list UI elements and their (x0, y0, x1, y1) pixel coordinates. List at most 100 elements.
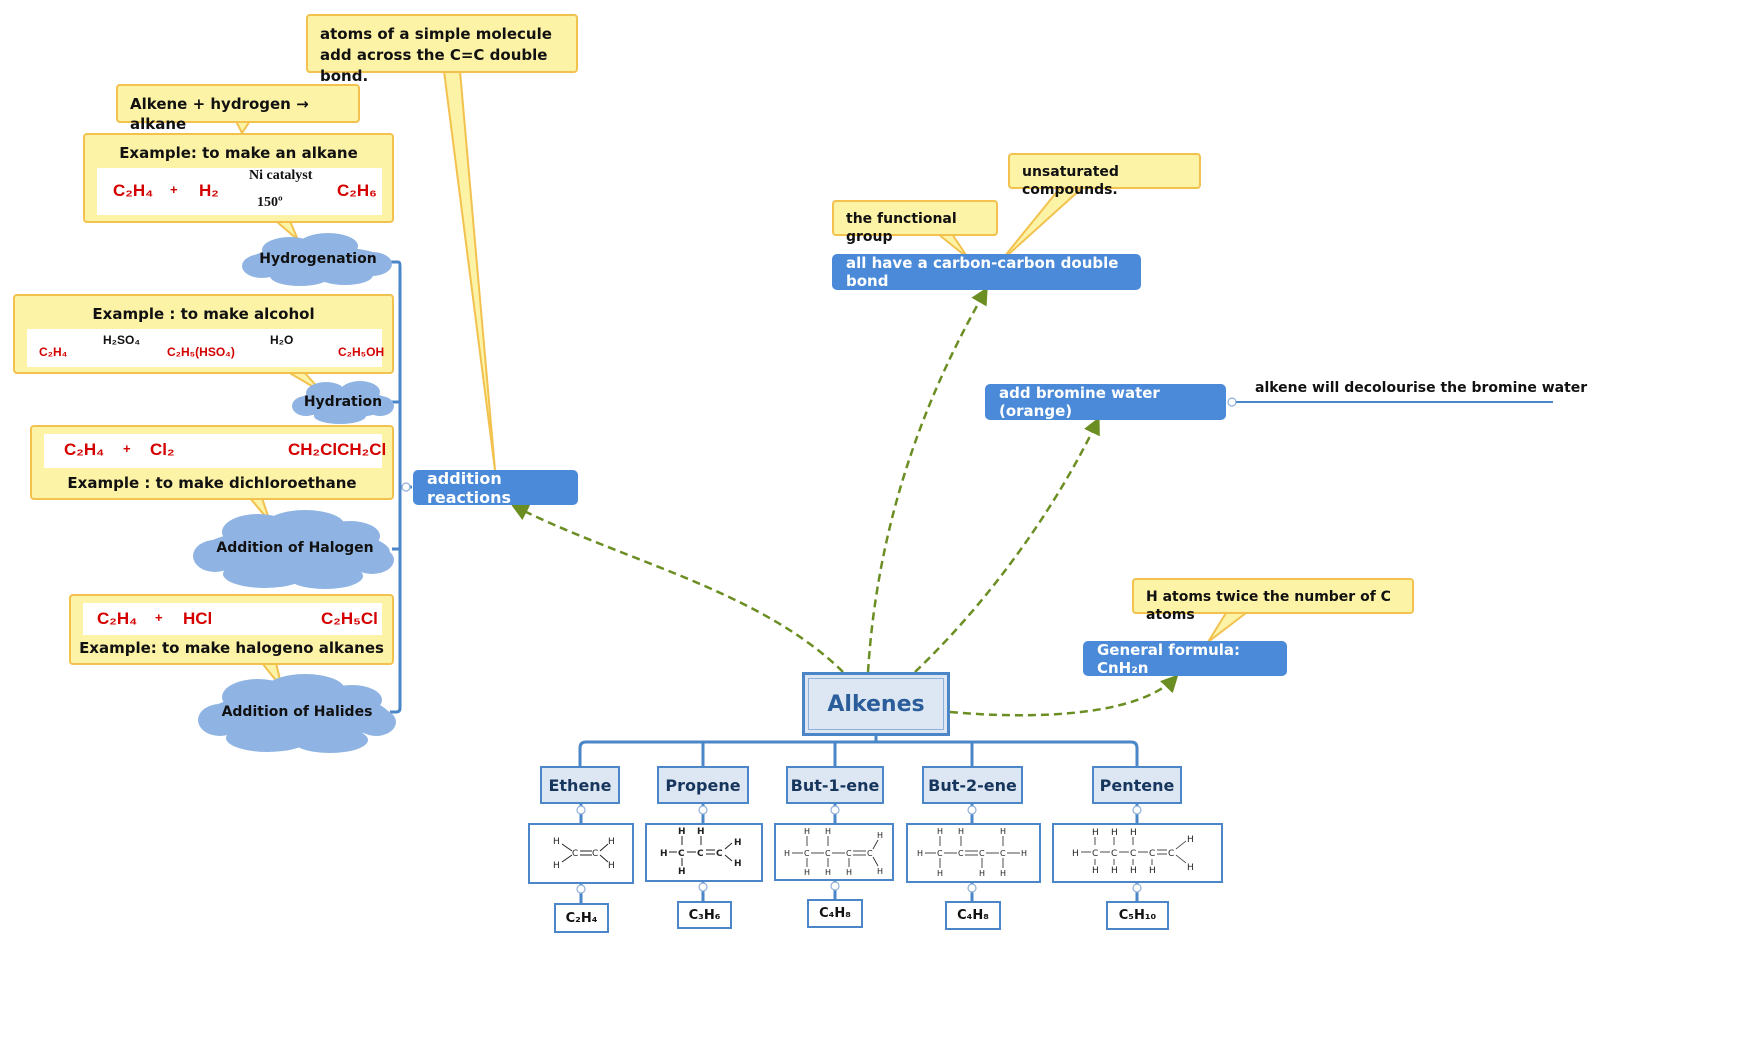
tail-unsaturated (999, 187, 1083, 263)
alkene-node-propene[interactable]: Propene (657, 766, 749, 804)
svg-text:H: H (979, 869, 985, 878)
cloud-label-hydration[interactable]: Hydration (303, 394, 383, 410)
alkene-node-pentene[interactable]: Pentene (1092, 766, 1182, 804)
eq-intermediate: C₂H₅(HSO₄) (167, 345, 235, 359)
eq-reactant-2: HCl (183, 609, 213, 628)
addition-description-line1: atoms of a simple molecule (320, 25, 552, 43)
root-node[interactable]: Alkenes (802, 672, 950, 736)
eq-agent-2: H₂O (270, 333, 294, 347)
arrow-to-bromine (914, 416, 1100, 673)
eq-temperature: 150º (257, 195, 283, 210)
cloud-halogen (193, 510, 394, 589)
eq-reactant-1: C₂H₄ (113, 181, 154, 200)
formula-pentene: C₅H₁₀ (1106, 901, 1169, 930)
svg-text:H: H (958, 827, 964, 836)
hydrogenation-word-equation-text: Alkene + hydrogen → alkane (130, 95, 309, 133)
svg-text:H: H (784, 849, 790, 858)
cloud-shapes (193, 233, 396, 753)
cloud-halides (198, 674, 396, 753)
svg-text:H: H (678, 867, 686, 877)
svg-text:C: C (825, 849, 831, 858)
cloud-label-hydrogenation[interactable]: Hydrogenation (259, 251, 377, 267)
formula-but-2-ene: C₄H₈ (945, 901, 1001, 930)
unsaturated-text: unsaturated compounds. (1022, 164, 1119, 198)
eq-reactant-2: H₂ (199, 181, 219, 200)
arrow-to-addition (510, 504, 844, 673)
eq-plus: + (170, 182, 178, 197)
cloud-hydrogenation (242, 233, 392, 286)
svg-text:C: C (1000, 849, 1006, 858)
svg-text:H: H (1000, 827, 1006, 836)
svg-text:C: C (867, 849, 873, 858)
collapse-toggle[interactable] (401, 482, 411, 492)
svg-text:H: H (877, 867, 883, 876)
hydrogenation-equation: C₂H₄ + H₂ Ni catalyst 150º C₂H₆ (97, 168, 382, 215)
svg-text:H: H (877, 831, 883, 840)
eq-product: C₂H₆ (337, 181, 377, 200)
svg-text:H: H (553, 837, 560, 847)
svg-text:H: H (553, 861, 560, 871)
structure-but-1-ene: H C C C C HH H H H H H (784, 827, 883, 877)
formula-ethene: C₂H₄ (554, 903, 609, 933)
functional-group-callout: the functional group (832, 200, 998, 245)
addition-description-callout: atoms of a simple molecule add across th… (306, 14, 578, 85)
svg-text:H: H (804, 827, 810, 836)
svg-text:H: H (1187, 835, 1194, 845)
eq-agent-1: H₂SO₄ (103, 333, 141, 347)
svg-text:H: H (1149, 866, 1156, 876)
addition-reactions-node[interactable]: addition reactions (413, 469, 578, 507)
bromine-water-node[interactable]: add bromine water (orange) (985, 384, 1226, 420)
svg-text:H: H (678, 827, 686, 837)
svg-text:C: C (572, 849, 578, 859)
svg-text:H: H (825, 868, 831, 877)
halides-example: C₂H₄ + HCl C₂H₅Cl Example: to make halog… (69, 594, 394, 665)
alkene-node-but-2-ene[interactable]: But-2-ene (922, 766, 1023, 804)
svg-text:H: H (608, 861, 615, 871)
alkene-node-ethene[interactable]: Ethene (540, 766, 620, 804)
svg-text:H: H (734, 838, 742, 848)
general-formula-node[interactable]: General formula: CnH₂n (1083, 641, 1287, 677)
eq-reactant-2: Cl₂ (150, 440, 175, 459)
structure-box-pentene (1052, 823, 1223, 883)
svg-text:H: H (1092, 866, 1099, 876)
svg-text:C: C (592, 849, 598, 859)
double-bond-node[interactable]: all have a carbon-carbon double bond (832, 254, 1141, 290)
svg-text:C: C (1130, 849, 1136, 859)
tree-toggles[interactable] (576, 397, 1237, 894)
eq-product: CH₂ClCH₂Cl (288, 440, 387, 459)
general-formula-callout-text: H atoms twice the number of C atoms (1146, 589, 1391, 623)
eq-product: C₂H₅OH (338, 345, 385, 359)
svg-text:C: C (1168, 849, 1174, 859)
eq-catalyst: Ni catalyst (249, 168, 313, 183)
hydration-example-title: Example : to make alcohol (92, 305, 315, 323)
cloud-label-halides[interactable]: Addition of Halides (221, 704, 373, 720)
svg-text:H: H (1111, 828, 1118, 838)
hydrogenation-word-equation: Alkene + hydrogen → alkane (116, 84, 360, 133)
svg-text:C: C (697, 849, 704, 859)
svg-text:H: H (660, 849, 668, 859)
unsaturated-callout: unsaturated compounds. (1008, 153, 1201, 198)
svg-text:H: H (937, 869, 943, 878)
svg-text:C: C (846, 849, 852, 858)
svg-text:C: C (716, 849, 723, 859)
svg-text:H: H (937, 827, 943, 836)
root-label: Alkenes (827, 691, 925, 717)
halogen-equation: C₂H₄ + Cl₂ CH₂ClCH₂Cl (44, 434, 386, 468)
bromine-note: alkene will decolourise the bromine wate… (1255, 380, 1588, 396)
eq-product: C₂H₅Cl (321, 609, 378, 628)
structure-but-2-ene: H C C C C H H H H H H H (917, 827, 1027, 878)
cloud-label-halogen[interactable]: Addition of Halogen (216, 540, 374, 556)
svg-text:H: H (1072, 849, 1079, 859)
structure-box-propene (645, 823, 763, 882)
alkene-node-but-1-ene[interactable]: But-1-ene (786, 766, 884, 804)
eq-reactant-1: C₂H₄ (97, 609, 138, 628)
svg-text:C: C (804, 849, 810, 858)
hydrogenation-example-title: Example: to make an alkane (119, 144, 358, 162)
svg-text:C: C (1149, 849, 1155, 859)
svg-text:H: H (1130, 828, 1137, 838)
svg-text:H: H (734, 859, 742, 869)
structure-pentene: H C C C C C HH H H H H H H H (1072, 828, 1194, 876)
root-arrows (510, 286, 1179, 717)
formula-propene: C₃H₆ (677, 901, 732, 929)
